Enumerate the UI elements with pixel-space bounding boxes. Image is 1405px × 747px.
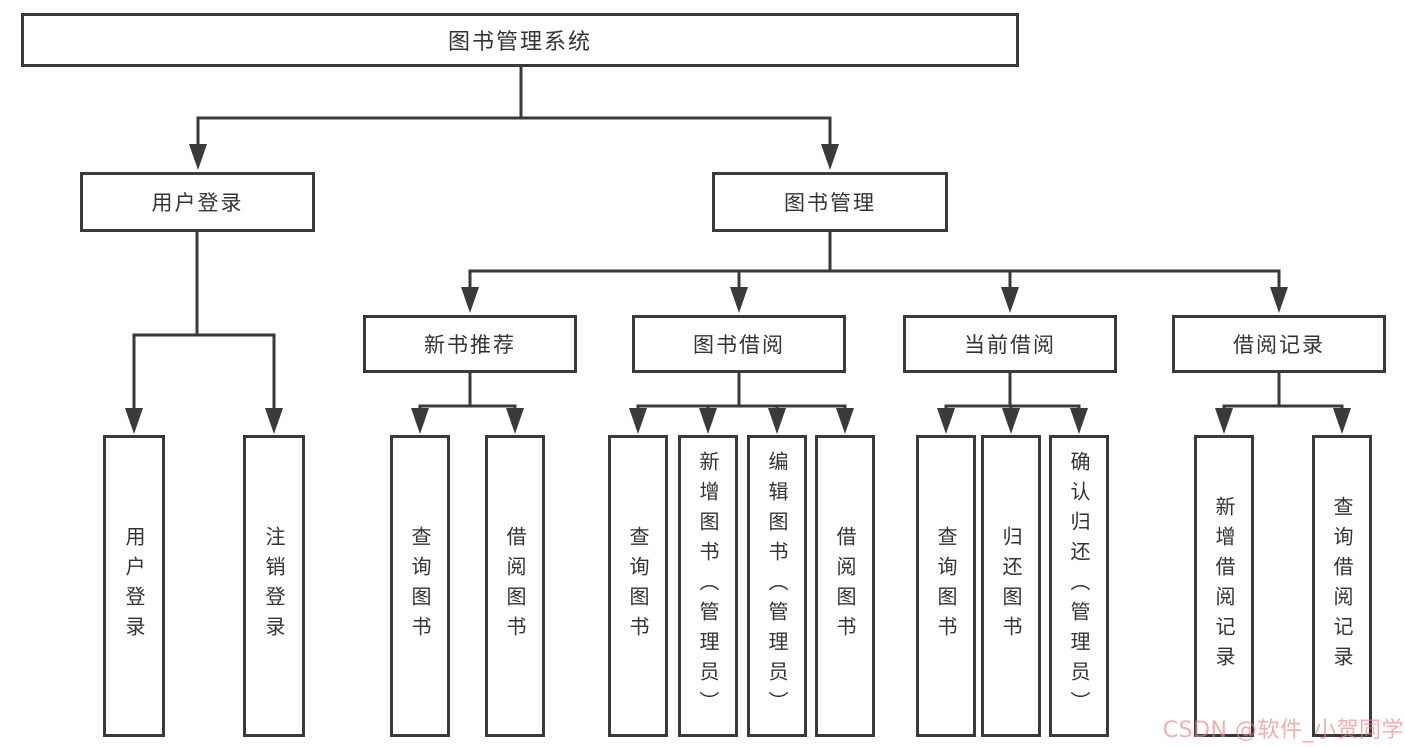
leaf-add-books-admin: 新增图书（管理员） [678, 435, 738, 737]
leaf-query-borrowing-record: 查询借阅记录 [1312, 435, 1372, 737]
csdn-watermark: CSDN @软件_小贺同学 [1162, 718, 1404, 743]
arrowheads [125, 144, 1351, 434]
leaf-borrow-books: 借阅图书 [485, 435, 545, 737]
leaf-query-books: 查询图书 [390, 435, 450, 737]
node-current-borrowing: 当前借阅 [903, 315, 1117, 373]
node-borrowing-records: 借阅记录 [1172, 315, 1386, 373]
node-user-login: 用户登录 [80, 172, 315, 232]
leaf-query-books: 查询图书 [916, 435, 976, 737]
leaf-borrow-books: 借阅图书 [815, 435, 875, 737]
node-book-management: 图书管理 [712, 172, 948, 232]
node-new-book-recommendation: 新书推荐 [363, 315, 577, 373]
leaf-logout: 注销登录 [243, 435, 305, 737]
leaf-confirm-return-admin: 确认归还（管理员） [1049, 435, 1109, 737]
leaf-add-borrowing-record: 新增借阅记录 [1194, 435, 1254, 737]
node-book-borrowing: 图书借阅 [632, 315, 846, 373]
leaf-edit-books-admin: 编辑图书（管理员） [747, 435, 807, 737]
leaf-return-books: 归还图书 [981, 435, 1041, 737]
leaf-user-login: 用户登录 [103, 435, 165, 737]
leaf-query-books: 查询图书 [608, 435, 668, 737]
node-library-management-system: 图书管理系统 [21, 13, 1019, 67]
